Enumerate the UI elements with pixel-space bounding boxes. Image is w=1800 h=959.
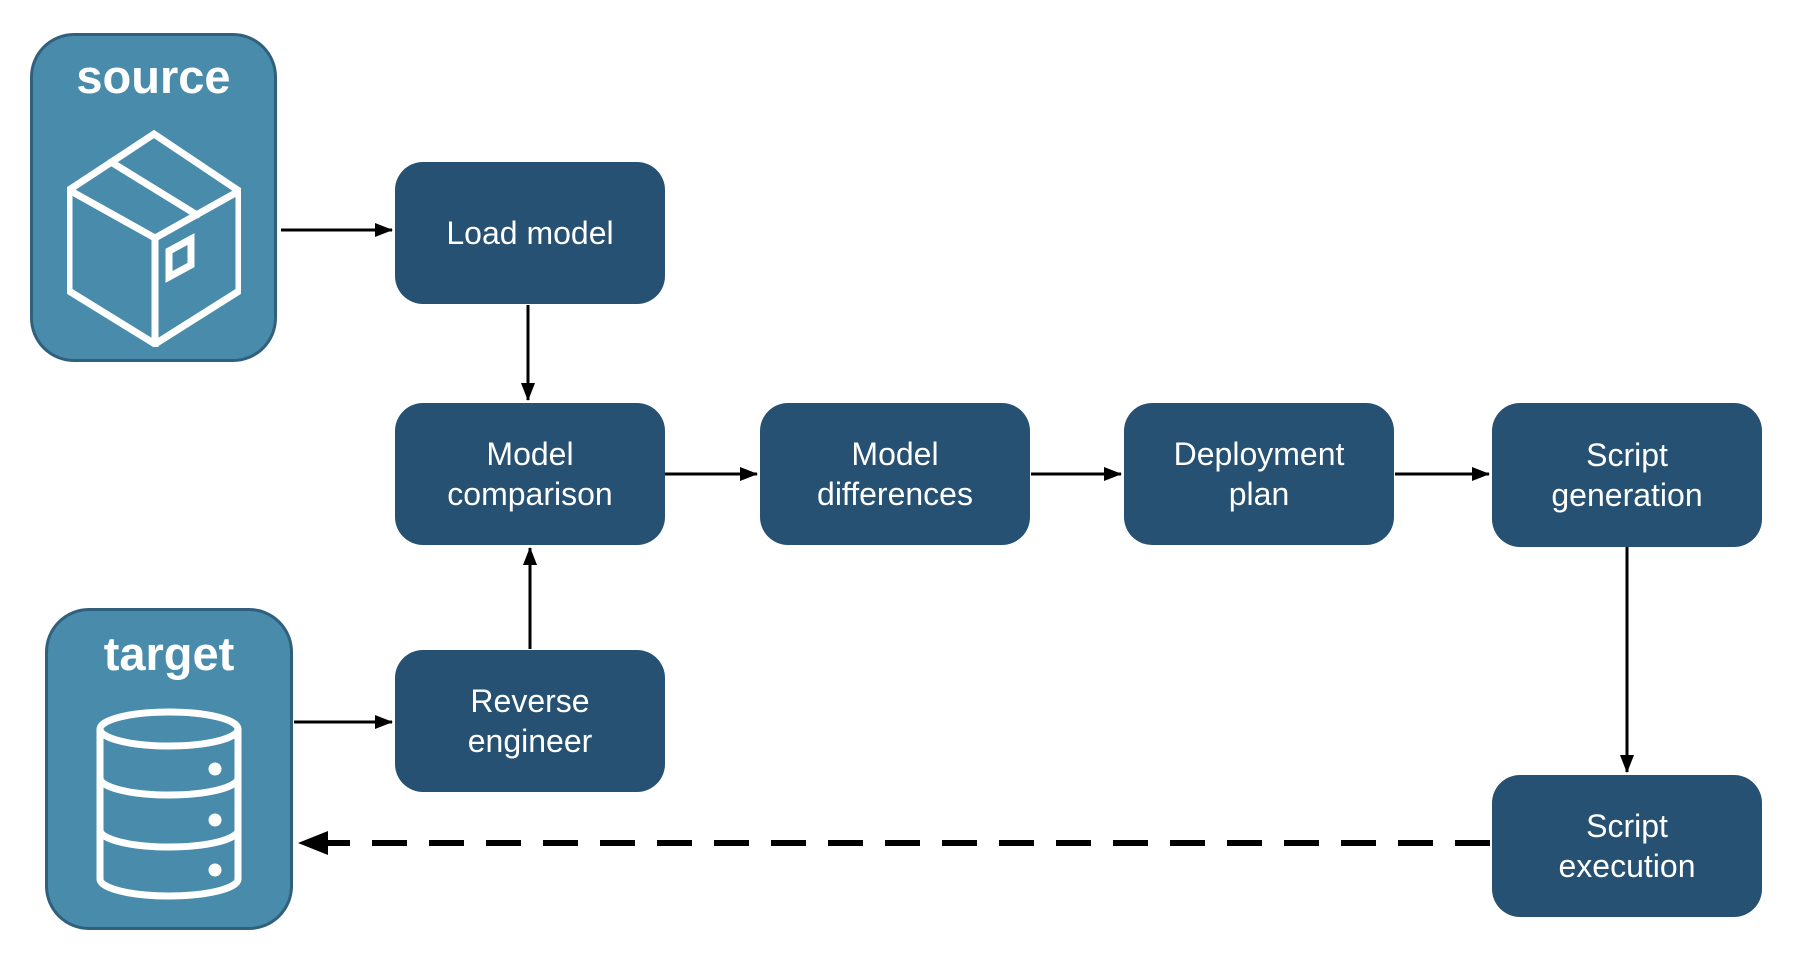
node-label-line: Load model [446,214,614,251]
node-model-comparison: Model comparison [395,403,665,545]
node-label-line: generation [1551,477,1703,513]
node-label-line: Model [486,435,574,472]
source-box: source [30,33,277,362]
node-label-line: differences [817,476,973,512]
node-reverse-engineer: Reverse engineer [395,650,665,792]
source-label: source [76,50,231,103]
node-label-line: Reverse [470,682,590,719]
node-label-line: Script [1586,807,1668,844]
node-load-model: Load model [395,162,665,304]
node-label-line: plan [1228,476,1290,512]
node-script-generation: Script generation [1492,403,1762,547]
node-label-line: Deployment [1173,435,1345,472]
node-label-line: comparison [447,476,613,512]
database-icon [96,708,242,900]
node-model-differences: Model differences [760,403,1030,545]
target-label: target [103,627,235,680]
node-script-execution: Script execution [1492,775,1762,917]
node-label-line: Script [1586,436,1668,473]
node-label-line: Model [851,435,939,472]
node-label-line: execution [1558,848,1696,884]
node-label-line: engineer [467,723,593,759]
target-box: target [45,608,293,930]
package-icon [66,130,241,348]
node-deployment-plan: Deployment plan [1124,403,1394,545]
